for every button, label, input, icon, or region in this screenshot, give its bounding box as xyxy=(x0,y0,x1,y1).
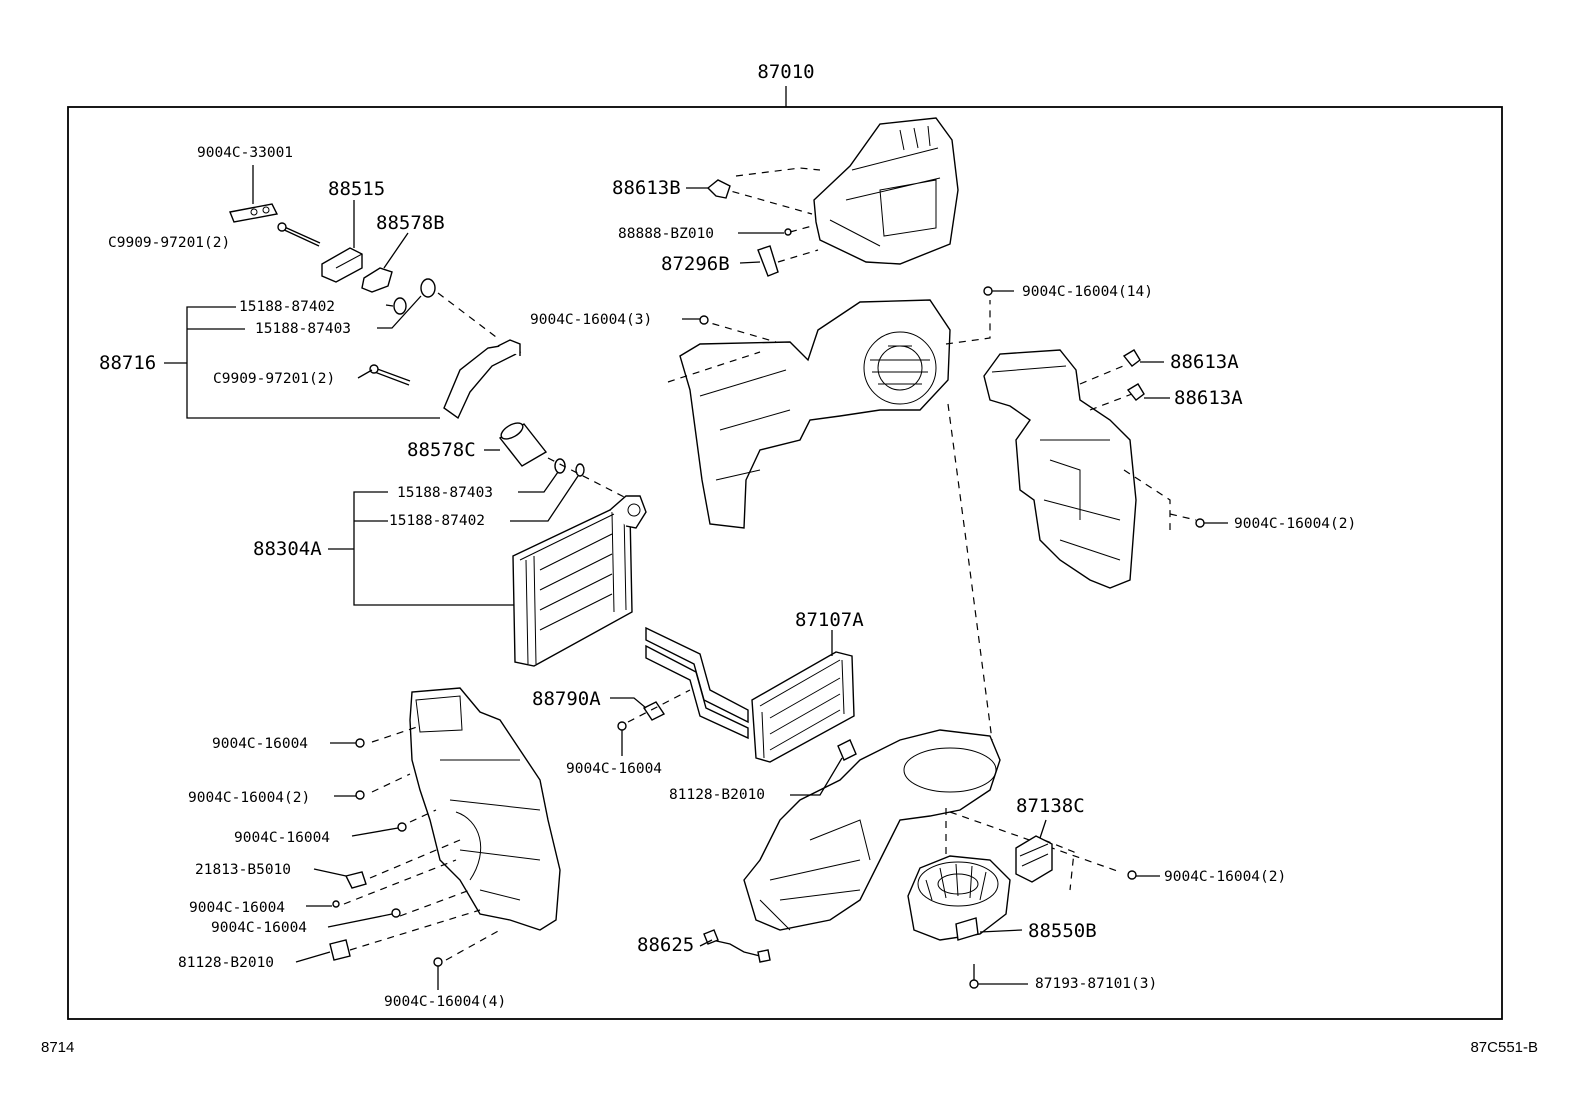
assembly-frame xyxy=(67,106,1503,1020)
callout-87296b[interactable]: 87296B xyxy=(661,253,730,275)
connection-line xyxy=(947,403,993,741)
callout-88790a[interactable]: 88790A xyxy=(532,688,601,710)
o-ring-part xyxy=(393,297,407,315)
callout-88578b[interactable]: 88578B xyxy=(376,212,445,234)
clip-part xyxy=(1122,349,1141,367)
side-case-part xyxy=(983,349,1137,589)
bolt-part xyxy=(279,224,321,244)
callout-81128-b2010-left[interactable]: 81128-B2010 xyxy=(178,955,274,971)
clip-part xyxy=(1126,383,1145,401)
callout-15188-87403-a[interactable]: 15188-87403 xyxy=(255,321,351,337)
callout-88625[interactable]: 88625 xyxy=(637,934,694,956)
callout-87193-87101[interactable]: 87193-87101(3) xyxy=(1035,976,1157,992)
expansion-valve-group xyxy=(164,165,631,522)
callout-88716[interactable]: 88716 xyxy=(99,352,156,374)
callout-9004c-16004-2-bot[interactable]: 9004C-16004(2) xyxy=(1164,869,1286,885)
valve-plate-part xyxy=(229,203,279,223)
footer-left-code: 8714 xyxy=(41,1039,74,1056)
callout-c9909-97201-b[interactable]: C9909-97201(2) xyxy=(213,371,335,387)
clip-part xyxy=(706,179,731,199)
callout-9004c-16004-3[interactable]: 9004C-16004(3) xyxy=(530,312,652,328)
callout-88888-bz010[interactable]: 88888-BZ010 xyxy=(618,226,714,242)
assembly-number[interactable]: 87010 xyxy=(757,61,814,83)
callout-9004c-16004-l1[interactable]: 9004C-16004 xyxy=(212,736,308,752)
bracket-part xyxy=(329,939,351,961)
evaporator-core-part xyxy=(512,509,633,667)
callout-9004c-16004-2-right[interactable]: 9004C-16004(2) xyxy=(1234,516,1356,532)
callout-9004c-16004-2-left[interactable]: 9004C-16004(2) xyxy=(188,790,310,806)
center-case-group xyxy=(667,286,1014,529)
callout-15188-87402-b[interactable]: 15188-87402 xyxy=(389,513,485,529)
blower-motor-group xyxy=(907,855,1028,989)
clip-part xyxy=(642,701,666,721)
callout-88613b[interactable]: 88613B xyxy=(612,177,681,199)
callout-21813-b5010[interactable]: 21813-B5010 xyxy=(195,862,291,878)
callout-87107a[interactable]: 87107A xyxy=(795,609,864,631)
callout-15188-87403-b[interactable]: 15188-87403 xyxy=(397,485,493,501)
callout-88578c[interactable]: 88578C xyxy=(407,439,476,461)
right-case-group xyxy=(983,349,1228,589)
callout-88613a-2[interactable]: 88613A xyxy=(1174,387,1243,409)
case-part xyxy=(679,299,951,529)
callout-9004c-16004-4[interactable]: 9004C-16004(4) xyxy=(384,994,506,1010)
callout-88550b[interactable]: 88550B xyxy=(1028,920,1097,942)
callout-9004c-16004-14[interactable]: 9004C-16004(14) xyxy=(1022,284,1153,300)
callout-15188-87402-a[interactable]: 15188-87402 xyxy=(239,299,335,315)
lower-case-part xyxy=(409,687,561,931)
callout-88613a-1[interactable]: 88613A xyxy=(1170,351,1239,373)
harness-part xyxy=(711,939,761,957)
callout-9004c-16004-l5[interactable]: 9004C-16004 xyxy=(189,900,285,916)
sensor-part xyxy=(757,245,779,277)
callout-9004c-16004-mid[interactable]: 9004C-16004 xyxy=(566,761,662,777)
callout-81128-b2010-mid[interactable]: 81128-B2010 xyxy=(669,787,765,803)
upper-duct-group xyxy=(686,117,959,277)
callout-88515[interactable]: 88515 xyxy=(328,178,385,200)
callout-9004c-16004-l3[interactable]: 9004C-16004 xyxy=(234,830,330,846)
pipe-part xyxy=(443,343,522,420)
gasket-part xyxy=(361,267,393,293)
footer-right-code: 87C551-B xyxy=(1470,1039,1538,1056)
evaporator-group xyxy=(328,491,647,667)
sensor-part xyxy=(344,871,367,889)
o-ring-part xyxy=(420,278,436,298)
callout-c9909-97201-a[interactable]: C9909-97201(2) xyxy=(108,235,230,251)
clip-88790a-group xyxy=(610,689,691,756)
blower-housing-group xyxy=(699,729,1121,963)
callout-9004c-33001[interactable]: 9004C-33001 xyxy=(197,145,293,161)
heater-core-part xyxy=(751,651,855,763)
left-case-group xyxy=(295,687,561,990)
callout-87138c[interactable]: 87138C xyxy=(1016,795,1085,817)
callout-9004c-16004-l6[interactable]: 9004C-16004 xyxy=(211,920,307,936)
resistor-part xyxy=(1015,835,1053,883)
callout-88304a[interactable]: 88304A xyxy=(253,538,322,560)
heater-core-group xyxy=(645,626,855,763)
bracket-part xyxy=(837,739,857,761)
resistor-group xyxy=(1015,819,1160,883)
heater-pipe-part xyxy=(645,626,749,724)
